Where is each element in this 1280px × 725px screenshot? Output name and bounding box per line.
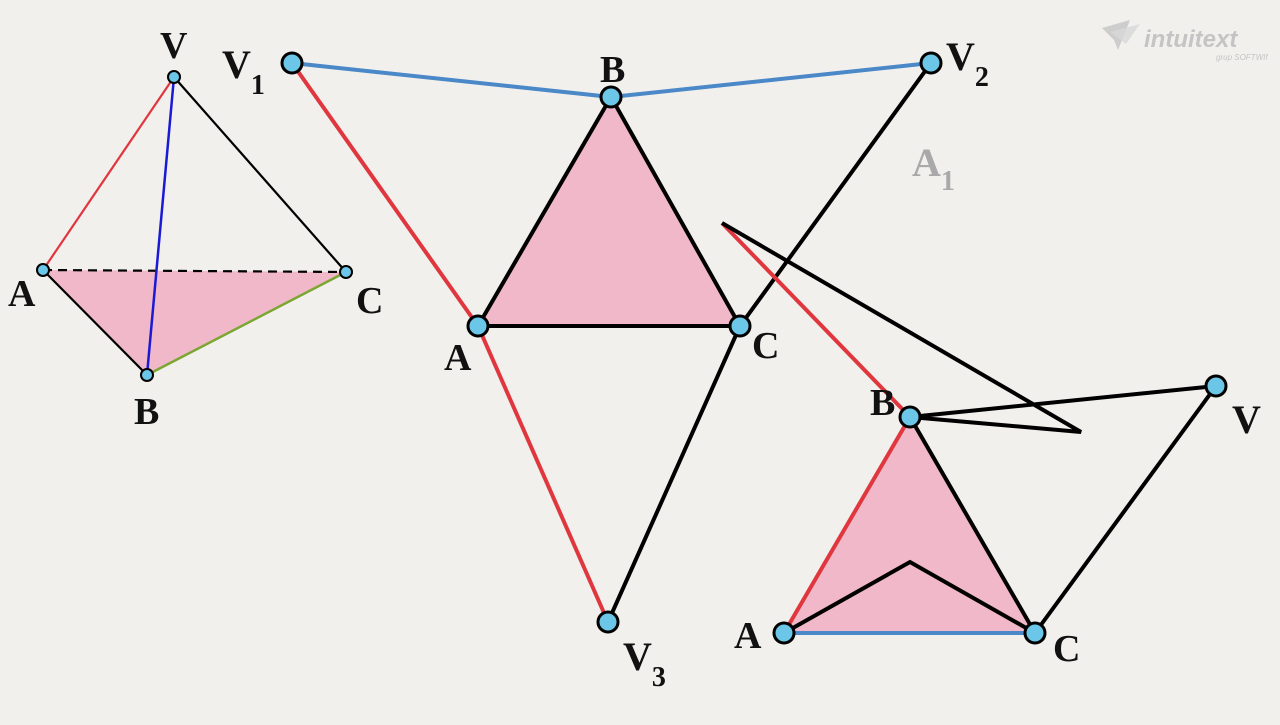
- net-edge-a-v3: [476, 325, 610, 623]
- svg-text:grup SOFTWIN: grup SOFTWIN: [1216, 53, 1268, 62]
- fold-vertex-a: [772, 621, 796, 645]
- vertex-a: [36, 263, 50, 277]
- edge-ac-hidden: [42, 268, 347, 274]
- vertex-v: [167, 70, 181, 84]
- net-edge-ab: [476, 95, 613, 328]
- intuitext-logo: intuitext grup SOFTWIN: [1100, 14, 1271, 66]
- fold-black-flap: [720, 221, 1083, 434]
- net-vertex-c: [728, 314, 752, 338]
- face-label-a1: A1: [912, 140, 955, 197]
- edge-ab: [42, 269, 148, 376]
- label-a: A: [8, 273, 36, 315]
- net-vertex-b: [599, 85, 623, 109]
- edge-vc: [173, 76, 347, 273]
- intuitext-logo-mark: intuitext grup SOFTWIN: [1102, 20, 1271, 62]
- net-label-b: B: [600, 49, 625, 91]
- net-vertex-a: [466, 314, 490, 338]
- net-vertex-v3: [596, 610, 620, 634]
- fold-label-a: A: [734, 615, 762, 657]
- net-edge-v1-a: [290, 61, 480, 328]
- edge-bc: [146, 270, 347, 377]
- fold-edge-bc: [908, 415, 1037, 635]
- net-edge-bc: [609, 96, 742, 327]
- net-edge-v1-b: [291, 61, 612, 99]
- fold-vertex-c: [1023, 621, 1047, 645]
- net-edge-v2-c: [738, 61, 933, 328]
- fold-edge-bv: [909, 384, 1217, 419]
- fold-face-abc: [784, 417, 1035, 633]
- net-edge-c-v3: [606, 325, 742, 623]
- tetrahedron-figure: V A C B: [8, 25, 383, 433]
- edge-vb: [145, 76, 176, 376]
- net-label-v1: V1: [222, 42, 265, 101]
- fold-label-b: B: [870, 382, 895, 424]
- edge-va: [42, 76, 175, 271]
- fold-edge-vc: [1033, 384, 1218, 635]
- fold-red-flap: [720, 221, 912, 419]
- label-v: V: [160, 25, 188, 67]
- folding-figure: B V A C: [720, 221, 1261, 670]
- vertex-b: [140, 368, 154, 382]
- net-label-c: C: [752, 325, 779, 367]
- fold-edge-ab: [782, 415, 912, 635]
- net-vertex-v1: [280, 51, 304, 75]
- fold-vertex-b: [898, 405, 922, 429]
- net-edge-b-v2: [610, 61, 932, 99]
- fold-label-v: V: [1232, 397, 1261, 442]
- base-face-abc: [43, 270, 346, 375]
- fold-inner-ridge: [783, 559, 1036, 635]
- fold-vertex-v: [1204, 374, 1228, 398]
- label-c: C: [356, 280, 383, 322]
- vertex-c: [339, 265, 353, 279]
- net-label-v2: V2: [946, 34, 989, 93]
- label-b: B: [134, 391, 159, 433]
- tetrahedron-net: V1 B V2 A C V3 A1: [222, 34, 989, 693]
- svg-text:intuitext: intuitext: [1144, 26, 1238, 53]
- net-label-a: A: [444, 337, 472, 379]
- face-abc: [478, 97, 740, 326]
- net-label-v3: V3: [623, 634, 666, 693]
- fold-label-c: C: [1053, 628, 1080, 670]
- net-vertex-v2: [919, 51, 943, 75]
